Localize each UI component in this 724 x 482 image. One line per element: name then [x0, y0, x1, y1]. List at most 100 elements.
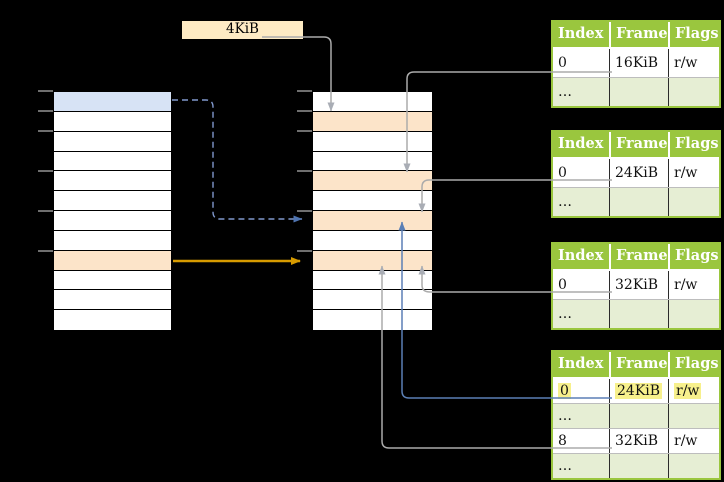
- frame-table-cell: 24KiB: [609, 159, 668, 187]
- page-table: [312, 91, 433, 331]
- frame-table-cell: 32KiB: [609, 429, 668, 453]
- frame-table-cell: 0: [558, 165, 567, 181]
- virtual-row-4: [54, 171, 171, 192]
- column-header-flags: Flags: [668, 22, 719, 47]
- frame-table-cell: 0: [558, 55, 567, 71]
- virtual-address-ticks: [38, 90, 53, 332]
- frame-table-cell: [609, 454, 668, 478]
- page-table-row-8: [313, 250, 432, 271]
- column-header-index: Index: [558, 247, 604, 265]
- page-table-row-0: [313, 92, 432, 112]
- column-header-frame: Frame: [609, 22, 668, 47]
- page-table-row-6: [313, 211, 432, 231]
- page-table-row-9: [313, 270, 432, 291]
- address-tick: [297, 250, 312, 252]
- frame-table-cell: [609, 404, 668, 428]
- column-header-flags: Flags: [668, 352, 719, 377]
- frame-table-cell: [668, 78, 719, 106]
- address-tick: [297, 210, 312, 212]
- frame-table-row-1: …: [553, 299, 719, 328]
- frame-table-cell: 16KiB: [609, 49, 668, 77]
- address-tick: [38, 170, 53, 172]
- page-table-row-10: [313, 290, 432, 311]
- frame-table-cell: [668, 188, 719, 216]
- frame-table-cell: [668, 300, 719, 328]
- frame-table-cell: 8: [558, 433, 567, 449]
- page-size-text: 4KiB: [226, 21, 259, 38]
- highlighted-value: 24KiB: [615, 383, 663, 399]
- page-table-ticks: [297, 90, 312, 332]
- column-header-frame: Frame: [609, 132, 668, 157]
- address-tick: [297, 170, 312, 172]
- frame-table-row-1: …: [553, 77, 719, 106]
- virtual-row-10: [54, 290, 171, 311]
- address-tick: [38, 110, 53, 112]
- frame-table-cell: 24KiB: [609, 379, 668, 403]
- frame-table-cell: r/w: [668, 379, 719, 403]
- frame-table-cell: [668, 454, 719, 478]
- page-size-label: 4KiB: [182, 21, 303, 39]
- frame-table-cell: …: [558, 458, 572, 474]
- frame-table-cell: [609, 78, 668, 106]
- frame-table-cell: r/w: [668, 159, 719, 187]
- column-header-index: Index: [558, 355, 604, 373]
- address-tick: [38, 90, 53, 92]
- address-tick: [297, 130, 312, 132]
- address-tick: [38, 210, 53, 212]
- address-tick: [297, 110, 312, 112]
- virtual-row-9: [54, 270, 171, 291]
- frame-table-cell: …: [558, 84, 572, 100]
- virtual-row-5: [54, 191, 171, 211]
- frame-table-row-1: …: [553, 403, 719, 428]
- column-header-index: Index: [558, 25, 604, 43]
- frame-table-cell: …: [558, 194, 572, 210]
- column-header-flags: Flags: [668, 132, 719, 157]
- frame-table-cell: [668, 404, 719, 428]
- frame-table-row-1: …: [553, 187, 719, 216]
- page-table-row-2: [313, 131, 432, 152]
- frame-table-cell: r/w: [668, 49, 719, 77]
- frame-table-cell: [609, 300, 668, 328]
- virtual-row-7: [54, 230, 171, 251]
- virtual-row-0: [54, 92, 171, 112]
- frame-table-cell: r/w: [668, 429, 719, 453]
- page-table-row-5: [313, 191, 432, 211]
- page-table-row-4: [313, 171, 432, 192]
- virtual-row-8: [54, 250, 171, 271]
- virtual-row-11: [54, 310, 171, 330]
- virtual-row-3: [54, 151, 171, 172]
- page-table-row-11: [313, 310, 432, 330]
- highlighted-value: r/w: [674, 383, 702, 399]
- frame-table-cell: [609, 188, 668, 216]
- highlighted-value: 0: [558, 383, 571, 399]
- column-header-flags: Flags: [668, 244, 719, 269]
- virtual-row-1: [54, 111, 171, 132]
- virtual-row-2: [54, 131, 171, 152]
- frame-table-cell: 0: [558, 277, 567, 293]
- column-header-index: Index: [558, 135, 604, 153]
- page-table-row-7: [313, 230, 432, 251]
- frame-table-cell: 0: [553, 379, 609, 403]
- virtual-address-space-table: [53, 91, 172, 331]
- frame-table-cell: …: [558, 306, 572, 322]
- address-tick: [38, 250, 53, 252]
- frame-table-cell: …: [558, 408, 572, 424]
- page-table-row-3: [313, 151, 432, 172]
- frame-table-cell: 32KiB: [609, 271, 668, 299]
- frame-table-row-3: …: [553, 453, 719, 478]
- page-table-row-1: [313, 111, 432, 132]
- column-header-frame: Frame: [609, 352, 668, 377]
